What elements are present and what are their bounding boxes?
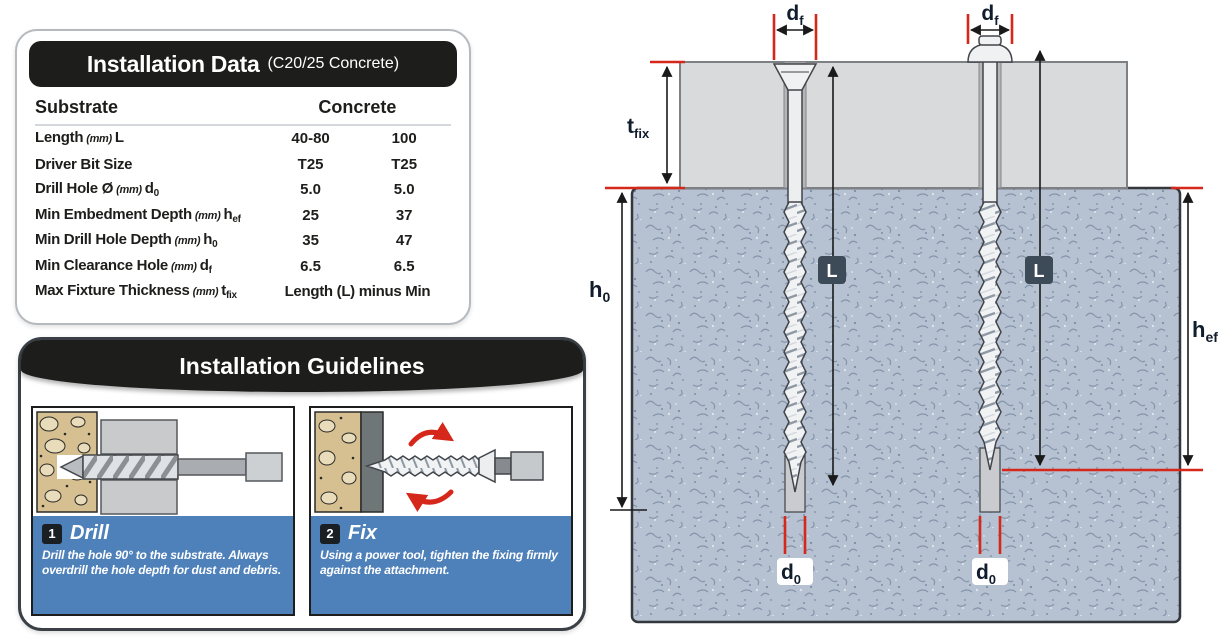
value-cell: 100 [391, 130, 417, 148]
guideline-card-fix: 2 Fix Using a power tool, tighten the fi… [309, 406, 573, 616]
installation-guidelines-title: Installation Guidelines [179, 352, 425, 379]
installation-diagram: df df tfix h0 hef L L d0 d0 [589, 2, 1218, 624]
guideline-card-drill: 1 Drill Drill the hole 90° to the substr… [31, 406, 295, 616]
installation-guidelines-header: Installation Guidelines [21, 340, 583, 392]
label-df-left: df [786, 2, 804, 28]
fixture-plate [679, 61, 1128, 189]
value-cell: 40-80 [291, 130, 330, 148]
table-row-drill-hole-depth: Min Drill Hole Depth(mm)h0 35 47 [35, 228, 451, 254]
column-header-concrete: Concrete [318, 97, 397, 117]
aggregate-substrate [314, 411, 362, 513]
value-cell: 6.5 [393, 257, 415, 275]
label-h0: h0 [589, 277, 610, 305]
label-d0-left: d0 [781, 561, 801, 587]
value-cell: 5.0 [300, 181, 322, 199]
value-cell: 6.5 [300, 257, 322, 275]
step-title: Drill [70, 522, 109, 544]
table-header-row: Substrate Concrete [35, 91, 451, 126]
value-cell: 25 [302, 206, 319, 224]
installation-data-subtitle: (C20/25 Concrete) [267, 55, 400, 72]
value-cell: 5.0 [393, 181, 415, 199]
step-1-text-band: 1 Drill Drill the hole 90° to the substr… [33, 516, 293, 614]
label-df-right: df [981, 2, 999, 28]
table-row-driver-bit: Driver Bit Size T25 T25 [35, 152, 451, 178]
step-description: Using a power tool, tighten the fixing f… [320, 548, 558, 577]
installation-data-title: Installation Data [86, 50, 260, 77]
label-tfix: tfix [627, 115, 650, 141]
L-label-box-left [818, 256, 846, 284]
screw-countersunk [772, 63, 818, 493]
label-L-right: L [1034, 261, 1045, 281]
label-L-left: L [827, 261, 838, 281]
drill-bit [59, 452, 283, 482]
step-number-badge: 2 [320, 523, 340, 544]
value-cell: 35 [302, 232, 319, 250]
screw-horizontal [364, 448, 544, 484]
installation-data-table: Substrate Concrete Length(mm)L 40-80 100… [17, 91, 469, 305]
value-cell: T25 [391, 155, 418, 173]
rotate-arrow-icon [408, 422, 455, 447]
label-d0-right: d0 [976, 561, 996, 587]
concrete-block [630, 186, 1182, 624]
d0-label-patch-right [972, 558, 1008, 585]
value-cell-span: Length (L) minus Min [284, 283, 431, 301]
table-row-drill-hole: Drill Hole Ø(mm)d0 5.0 5.0 [35, 177, 451, 203]
drill-illustration [33, 408, 293, 516]
step-description: Drill the hole 90° to the substrate. Alw… [42, 548, 282, 577]
step-2-text-band: 2 Fix Using a power tool, tighten the fi… [311, 516, 571, 614]
value-cell: 47 [395, 232, 413, 250]
installation-guidelines-panel: Installation Guidelines [18, 337, 586, 631]
red-reference-ticks [605, 14, 1203, 554]
screw-pan-head [967, 35, 1013, 471]
table-row-length: Length(mm)L 40-80 100 [35, 126, 451, 152]
d0-label-patch-left [777, 558, 813, 585]
installation-data-panel: Installation Data (C20/25 Concrete) Subs… [15, 29, 471, 325]
fixture-cross-section [100, 419, 178, 515]
column-header-substrate: Substrate [35, 97, 119, 117]
step-title: Fix [348, 522, 377, 544]
installation-data-header: Installation Data (C20/25 Concrete) [29, 41, 457, 87]
L-label-box-right [1025, 256, 1053, 284]
label-hef: hef [1192, 317, 1218, 345]
table-row-embedment-depth: Min Embedment Depth(mm)hef 25 37 [35, 203, 451, 229]
fix-illustration [311, 408, 571, 516]
table-row-fixture-thickness: Max Fixture Thickness(mm)tfix Length (L)… [35, 279, 451, 305]
value-cell: T25 [297, 155, 324, 173]
step-number-badge: 1 [42, 523, 62, 544]
value-cell: 37 [395, 206, 413, 224]
table-row-clearance-hole: Min Clearance Hole(mm)df 6.5 6.5 [35, 254, 451, 280]
rotate-arrow-icon [405, 489, 454, 512]
